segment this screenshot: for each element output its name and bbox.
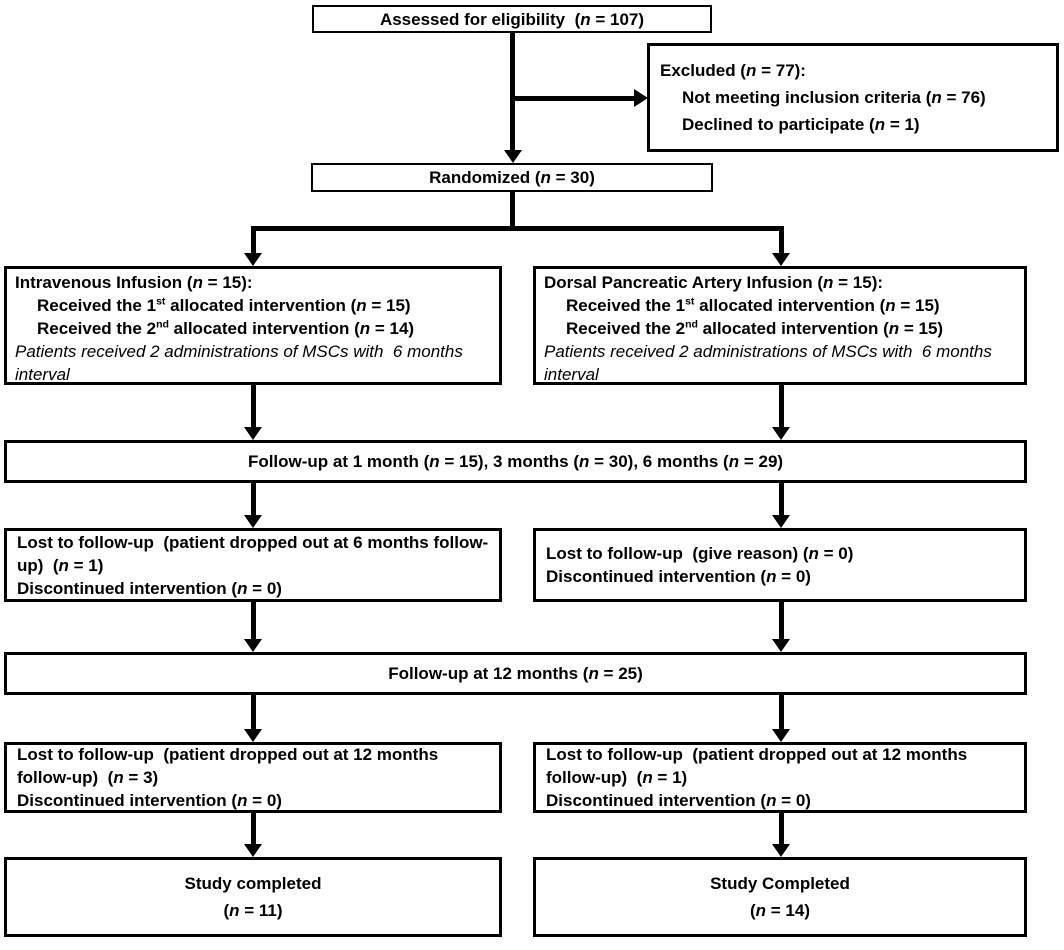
connector-fu1-to-lost1-left (250, 483, 256, 516)
allocation-note: Patients received 2 administrations of M… (544, 342, 997, 384)
lost-item: Discontinued intervention (n = 0) (17, 791, 282, 810)
lost-item: Lost to follow-up (patient dropped out a… (17, 745, 443, 787)
connector-fu1-to-lost1-right (778, 483, 784, 516)
box-excluded: Excluded (n = 77): Not meeting inclusion… (647, 43, 1059, 152)
followup2-text: Follow-up at 12 months (n = 25) (388, 664, 643, 683)
connector-lost2-right-to-done (778, 813, 784, 845)
arrowhead-done-left (244, 844, 262, 857)
completed-count: (n = 14) (749, 901, 810, 920)
connector-fu2-to-lost2-right (778, 695, 784, 730)
connector-randomized-to-branch (509, 192, 515, 231)
lost-item: Discontinued intervention (n = 0) (546, 791, 811, 810)
allocation-item: Received the 2nd allocated intervention … (566, 318, 944, 338)
arrowhead-done-right (772, 844, 790, 857)
connector-fu2-to-lost2-left (250, 695, 256, 730)
connector-lost2-left-to-done (250, 813, 256, 845)
connector-lost1-left-to-fu2 (250, 602, 256, 640)
excluded-reason: Not meeting inclusion criteria (n = 76) (682, 88, 986, 107)
box-lost-followup-6mo-left: Lost to follow-up (patient dropped out a… (4, 528, 502, 602)
allocation-item: Received the 1st allocated intervention … (37, 295, 411, 315)
arrowhead-fu1-right (772, 427, 790, 440)
box-allocation-intravenous: Intravenous Infusion (n = 15): Received … (4, 266, 502, 385)
excluded-title: Excluded (n = 77): (660, 61, 806, 80)
arrowhead-alloc-right (772, 253, 790, 266)
connector-branch-to-alloc-right (778, 226, 784, 254)
box-lost-followup-6mo-right: Lost to follow-up (give reason) (n = 0) … (533, 528, 1027, 602)
box-study-completed-right: Study Completed (n = 14) (533, 857, 1027, 937)
box-study-completed-left: Study completed (n = 11) (4, 857, 502, 937)
connector-lost1-right-to-fu2 (778, 602, 784, 640)
lost-item: Discontinued intervention (n = 0) (546, 567, 811, 586)
box-followup-12-months: Follow-up at 12 months (n = 25) (4, 652, 1027, 695)
connector-to-excluded (510, 95, 635, 101)
completed-title: Study completed (184, 874, 322, 893)
box-followup-1-3-6-months: Follow-up at 1 month (n = 15), 3 months … (4, 440, 1027, 483)
excluded-reason: Declined to participate (n = 1) (682, 115, 920, 134)
lost-item: Discontinued intervention (n = 0) (17, 578, 282, 598)
assessed-text: Assessed for eligibility (n = 107) (379, 9, 645, 29)
lost-item: Lost to follow-up (patient dropped out a… (17, 532, 489, 575)
followup1-text: Follow-up at 1 month (n = 15), 3 months … (247, 452, 784, 471)
arrowhead-to-randomized (503, 150, 522, 163)
connector-alloc-left-to-fu1 (250, 385, 256, 428)
allocation-title: Dorsal Pancreatic Artery Infusion (n = 1… (544, 273, 884, 292)
box-assessed-for-eligibility: Assessed for eligibility (n = 107) (312, 5, 712, 33)
arrowhead-lost2-right (772, 729, 790, 742)
completed-title: Study Completed (710, 874, 850, 893)
lost-item: Lost to follow-up (give reason) (n = 0) (546, 544, 854, 563)
allocation-item: Received the 2nd allocated intervention … (37, 318, 415, 338)
arrowhead-alloc-left (244, 253, 262, 266)
box-lost-followup-12mo-right: Lost to follow-up (patient dropped out a… (533, 742, 1027, 813)
branch-line (250, 226, 784, 231)
arrowhead-lost1-right (772, 515, 790, 528)
box-lost-followup-12mo-left: Lost to follow-up (patient dropped out a… (4, 742, 502, 813)
box-allocation-dorsal-pancreatic: Dorsal Pancreatic Artery Infusion (n = 1… (533, 266, 1027, 385)
allocation-note: Patients received 2 administrations of M… (15, 342, 468, 384)
connector-assessed-to-randomized (509, 33, 515, 150)
connector-branch-to-alloc-left (250, 226, 256, 254)
arrowhead-lost2-left (244, 729, 262, 742)
arrowhead-fu2-right (772, 639, 790, 652)
arrowhead-to-excluded (634, 89, 648, 107)
box-randomized: Randomized (n = 30) (311, 163, 713, 192)
arrowhead-fu1-left (244, 427, 262, 440)
completed-count: (n = 11) (223, 901, 283, 920)
allocation-item: Received the 1st allocated intervention … (566, 295, 940, 315)
arrowhead-lost1-left (244, 515, 262, 528)
arrowhead-fu2-left (244, 639, 262, 652)
randomized-text: Randomized (n = 30) (429, 168, 595, 187)
allocation-title: Intravenous Infusion (n = 15): (15, 273, 253, 292)
lost-item: Lost to follow-up (patient dropped out a… (546, 745, 972, 787)
connector-alloc-right-to-fu1 (778, 385, 784, 428)
